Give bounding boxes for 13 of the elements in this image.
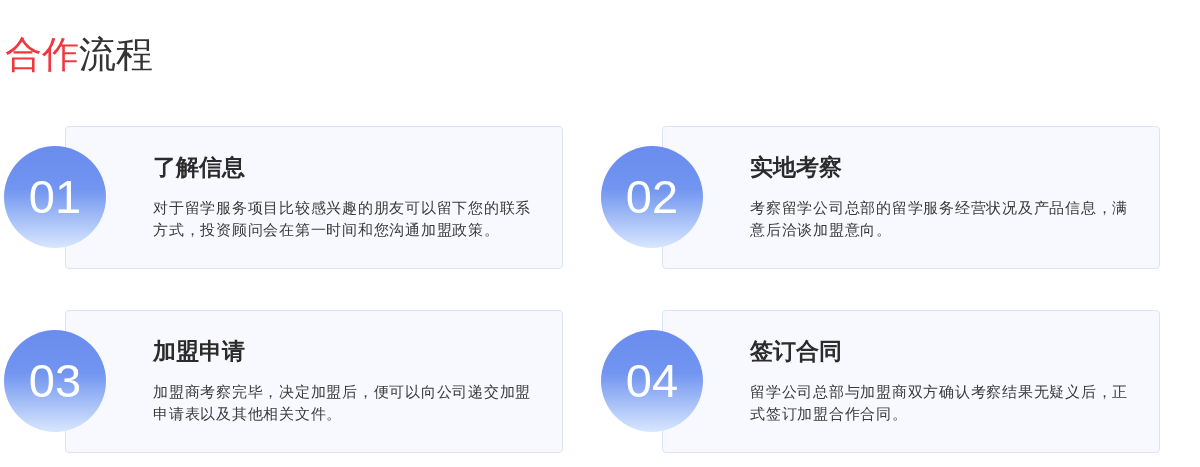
step-heading: 了解信息 — [153, 153, 245, 182]
step-heading: 实地考察 — [750, 153, 842, 182]
step-number: 04 — [625, 356, 679, 406]
step-heading: 加盟申请 — [153, 337, 245, 366]
step-number: 02 — [625, 172, 679, 222]
step-number: 01 — [28, 172, 82, 222]
step-heading: 签订合同 — [750, 337, 842, 366]
step-description: 留学公司总部与加盟商双方确认考察结果无疑义后，正式签订加盟合作合同。 — [750, 382, 1129, 425]
step-number: 03 — [28, 356, 82, 406]
step-description: 加盟商考察完毕，决定加盟后，便可以向公司递交加盟申请表以及其他相关文件。 — [153, 382, 532, 425]
page-title: 合作流程 — [5, 32, 153, 78]
step-description: 对于留学服务项目比较感兴趣的朋友可以留下您的联系方式，投资顾问会在第一时间和您沟通加盟政策。 — [153, 198, 532, 241]
step-description: 考察留学公司总部的留学服务经营状况及产品信息，满意后洽谈加盟意向。 — [750, 198, 1129, 241]
